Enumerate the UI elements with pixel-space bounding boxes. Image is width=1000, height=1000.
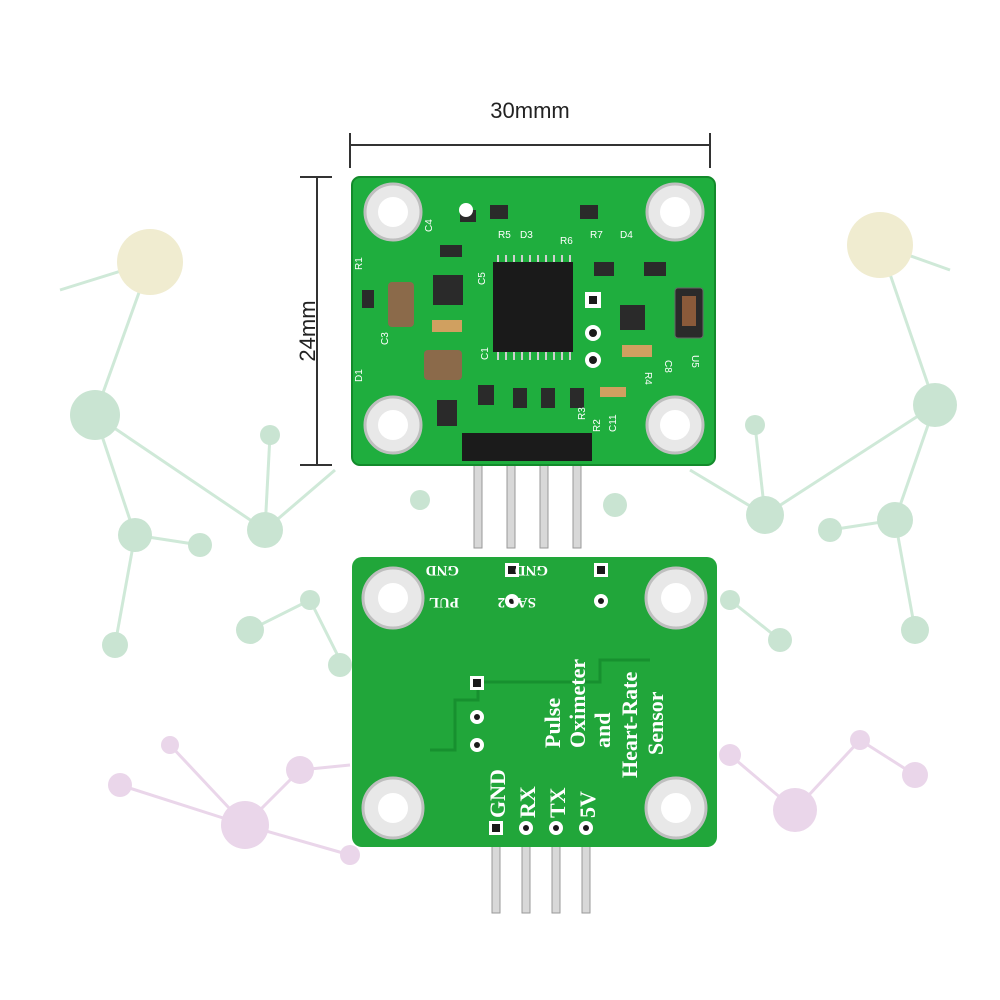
label-r2: R2	[592, 419, 603, 432]
label-u5: U5	[689, 355, 700, 368]
title-heart-rate: Heart-Rate	[617, 671, 642, 778]
label-c11: C11	[608, 414, 619, 432]
back-mounting-holes	[361, 566, 708, 840]
pin-label-rx: RX	[515, 786, 540, 818]
main-ic-chip	[493, 255, 573, 360]
label-pul: PUL	[429, 594, 459, 610]
title-and: and	[590, 713, 615, 748]
width-dimension-line	[349, 133, 711, 168]
label-gnd-top-2: GND	[515, 562, 549, 578]
label-r7: R7	[590, 230, 603, 241]
label-r1: R1	[354, 257, 365, 270]
label-c5: C5	[477, 272, 488, 285]
label-r3: R3	[577, 407, 588, 420]
label-c4: C4	[424, 219, 435, 232]
label-d3: D3	[520, 230, 533, 241]
label-c8: C8	[662, 360, 673, 373]
front-pads	[459, 203, 601, 368]
label-sao2: SAO2	[498, 594, 536, 610]
back-pcb: GND GND PUL SAO2 Pulse Oximeter and Hear…	[352, 557, 717, 914]
label-d1: D1	[354, 369, 365, 382]
title-pulse: Pulse	[540, 698, 565, 748]
title-sensor: Sensor	[643, 691, 668, 755]
label-c1: C1	[480, 347, 491, 360]
title-oximeter: Oximeter	[565, 659, 590, 748]
pin-label-gnd: GND	[485, 769, 510, 818]
width-dimension-label: 30mmm	[490, 98, 570, 123]
label-gnd-top-1: GND	[426, 562, 460, 578]
height-dimension-label: 24mm	[295, 300, 320, 362]
label-d4: D4	[620, 230, 633, 241]
pin-label-5v: 5V	[575, 791, 600, 818]
label-r6: R6	[560, 236, 573, 247]
label-r4: R4	[642, 372, 653, 385]
height-dimension-line	[300, 176, 332, 466]
label-c3: C3	[380, 332, 391, 345]
back-pads	[470, 563, 608, 835]
label-r5: R5	[498, 230, 511, 241]
front-mounting-holes	[363, 182, 705, 455]
pin-label-tx: TX	[545, 787, 570, 818]
front-pcb: C4 R5 R6 R7 D4 D3 R1 C5 C3 U5 D1 R4 C8 C…	[351, 176, 716, 549]
